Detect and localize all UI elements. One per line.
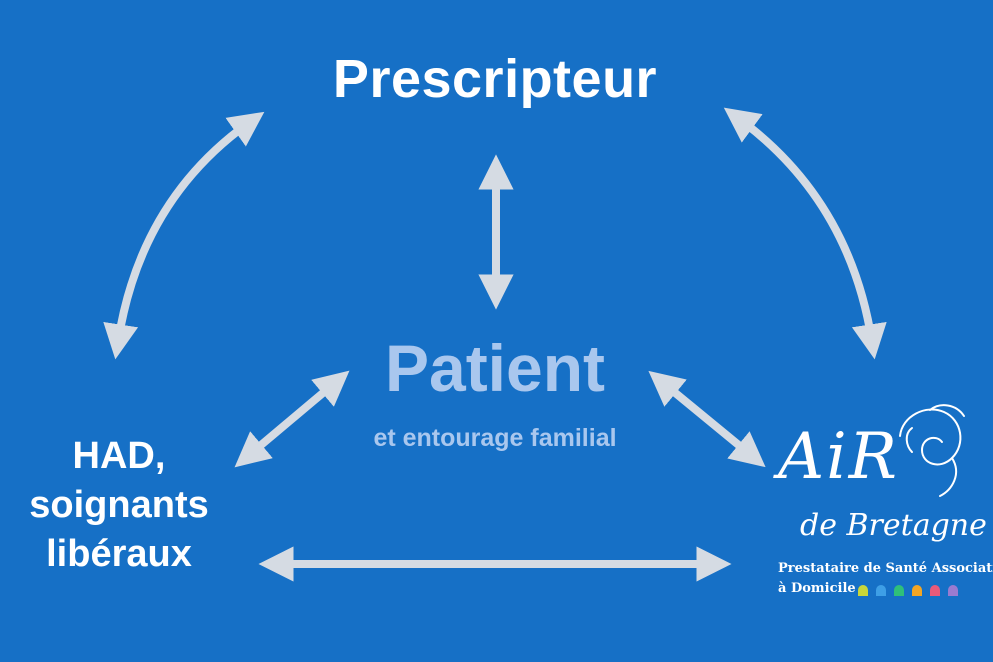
logo-dot [912,585,922,596]
air-bretagne-logo: AiR de Bretagne Prestataire de Santé Ass… [772,398,993,608]
logo-dot [858,585,868,596]
node-prescripteur: Prescripteur [332,49,658,109]
logo-dot [894,585,904,596]
node-had-line2: soignants [29,484,209,526]
arrow-prescripteur-had [103,111,265,360]
logo-dot [876,585,886,596]
logo-dot [930,585,940,596]
logo-subname: de Bretagne [800,508,987,543]
logo-tagline-line1: Prestataire de Santé Associatif [778,561,993,576]
node-patient-title: Patient [384,331,606,405]
node-patient-subtitle: et entourage familial [373,424,617,452]
node-had: HAD, soignants libéraux [0,432,238,579]
logo-color-dots [858,585,958,596]
swirl-icon [899,404,965,497]
arrow-patient-air [648,370,766,468]
node-had-line1: HAD, [72,435,166,477]
logo-name: AiR [778,420,899,494]
node-had-line3: libéraux [46,533,192,575]
logo-tagline-line2: à Domicile [778,581,856,596]
arrow-patient-had [234,370,350,468]
logo-dot [948,585,958,596]
arrow-prescripteur-air [723,107,887,360]
